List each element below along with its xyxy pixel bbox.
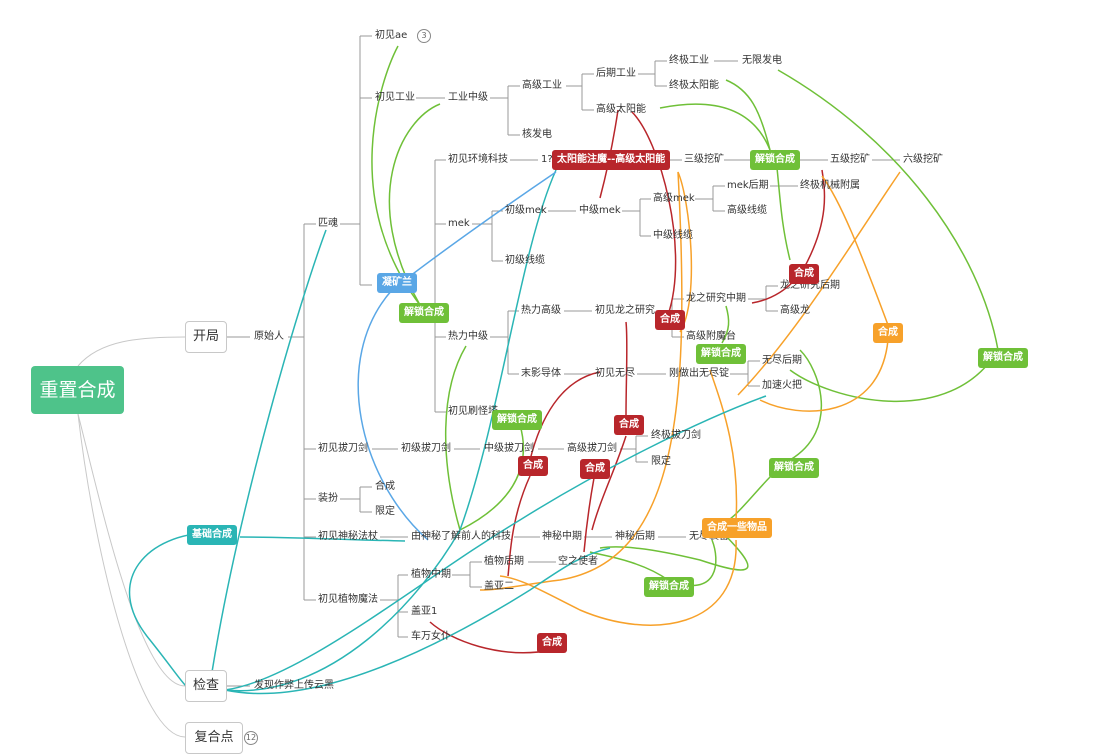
node-hefadian[interactable]: 核发电 bbox=[522, 129, 552, 140]
mindmap-canvas: 重置合成 开局 检查 复合点 12 原始人 初见ae 3 初见工业 工业中级 高… bbox=[31, 29, 1028, 754]
root-node[interactable]: 重置合成 bbox=[31, 366, 124, 414]
tag-jiesuo-hecheng-6[interactable]: 解锁合成 bbox=[769, 458, 819, 478]
node-gaoji-gongye[interactable]: 高级工业 bbox=[522, 80, 562, 91]
node-chujian-zhiwu[interactable]: 初见植物魔法 bbox=[318, 594, 378, 605]
node-wujin-houqi[interactable]: 无尽后期 bbox=[762, 355, 802, 366]
node-fuhe[interactable]: 复合点 bbox=[185, 722, 243, 754]
node-moying-fuzhe[interactable]: 末影导体 bbox=[521, 368, 561, 379]
tag-jiesuo-hecheng-1[interactable]: 解锁合成 bbox=[399, 303, 449, 323]
tag-hecheng-orange[interactable]: 合成 bbox=[873, 323, 903, 343]
node-chujian-wujin[interactable]: 初见无尽 bbox=[595, 368, 635, 379]
node-shenmi-houqi[interactable]: 神秘后期 bbox=[615, 531, 655, 542]
node-gaoji-taiyangneng[interactable]: 高级太阳能 bbox=[596, 104, 646, 115]
node-chujian-gongye[interactable]: 初见工业 bbox=[375, 92, 415, 103]
node-gaiya1[interactable]: 盖亚1 bbox=[411, 606, 438, 617]
fuhe-count-badge: 12 bbox=[244, 731, 258, 745]
node-gaoji-xianlan[interactable]: 高级线缆 bbox=[727, 205, 767, 216]
tag-ningkuanglan[interactable]: 凝矿兰 bbox=[377, 273, 417, 293]
node-chujian-huanjing[interactable]: 初见环境科技 bbox=[448, 154, 508, 165]
tag-jiesuo-hecheng-2[interactable]: 解锁合成 bbox=[750, 150, 800, 170]
tag-taiyangneng-hecheng[interactable]: 太阳能注魔--高级太阳能 bbox=[552, 150, 671, 170]
node-kaiju[interactable]: 开局 bbox=[185, 321, 227, 353]
tag-hecheng-5[interactable]: 合成 bbox=[580, 459, 610, 479]
node-quhun[interactable]: 匹魂 bbox=[318, 218, 338, 229]
node-wuji-wakuang[interactable]: 五级挖矿 bbox=[830, 154, 870, 165]
tag-jichu-hecheng[interactable]: 基础合成 bbox=[187, 525, 237, 545]
node-chuji-mek[interactable]: 初级mek bbox=[505, 205, 547, 216]
tag-hecheng-6[interactable]: 合成 bbox=[537, 633, 567, 653]
node-ganggang-wujinjian[interactable]: 刚做出无尽锭 bbox=[669, 368, 729, 379]
node-zhongji-badao2[interactable]: 终极拔刀剑 bbox=[651, 430, 701, 441]
node-zhongji-xianlan[interactable]: 中级线缆 bbox=[653, 230, 693, 241]
node-gaoji-mek[interactable]: 高级mek bbox=[653, 193, 695, 204]
node-mek[interactable]: mek bbox=[448, 218, 470, 229]
node-yuanshiren[interactable]: 原始人 bbox=[254, 331, 284, 342]
tag-hecheng-2[interactable]: 合成 bbox=[655, 310, 685, 330]
node-chujian-ae[interactable]: 初见ae bbox=[375, 30, 408, 41]
node-houqi-gongye[interactable]: 后期工业 bbox=[596, 68, 636, 79]
node-longzhi-houqi[interactable]: 龙之研究后期 bbox=[780, 280, 840, 291]
node-zhongji-badao[interactable]: 中级拔刀剑 bbox=[484, 443, 534, 454]
node-xianding2[interactable]: 限定 bbox=[375, 506, 395, 517]
tag-hecheng-3[interactable]: 合成 bbox=[614, 415, 644, 435]
node-zhongji-mek[interactable]: 中级mek bbox=[579, 205, 621, 216]
node-reli-zhongji[interactable]: 热力中级 bbox=[448, 331, 488, 342]
node-cheswan[interactable]: 车万女仆 bbox=[411, 631, 451, 642]
node-chujian-shenmi[interactable]: 初见神秘法杖 bbox=[318, 531, 378, 542]
tag-jiesuo-hecheng-5[interactable]: 解锁合成 bbox=[492, 410, 542, 430]
node-shenmi-keji[interactable]: 由神秘了解前人的科技 bbox=[411, 531, 511, 542]
node-zhongji-gongye[interactable]: 终极工业 bbox=[669, 55, 709, 66]
node-zhuangban[interactable]: 装扮 bbox=[318, 493, 338, 504]
tag-hecheng-4[interactable]: 合成 bbox=[518, 456, 548, 476]
tag-hecheng-yixie[interactable]: 合成一些物品 bbox=[702, 518, 772, 538]
node-shenmi-zhongqi[interactable]: 神秘中期 bbox=[542, 531, 582, 542]
node-chujian-guaiwu[interactable]: 初见刷怪塔 bbox=[448, 406, 498, 417]
node-zhiwu-houqi[interactable]: 植物后期 bbox=[484, 556, 524, 567]
connector-layer bbox=[77, 35, 999, 738]
node-zhongji-taiyangneng[interactable]: 终极太阳能 bbox=[669, 80, 719, 91]
node-faxian[interactable]: 发现作弊上传云黑 bbox=[254, 680, 334, 691]
node-chujian-badao[interactable]: 初见拔刀剑 bbox=[318, 443, 368, 454]
node-chujian-longzhi[interactable]: 初见龙之研究 bbox=[595, 305, 655, 316]
node-gaoji-fumo[interactable]: 高级附魔台 bbox=[686, 331, 736, 342]
node-zhiwu-zhongqi[interactable]: 植物中期 bbox=[411, 569, 451, 580]
node-huanjing-num: 1? bbox=[541, 154, 553, 165]
tag-jiesuo-hecheng-4[interactable]: 解锁合成 bbox=[978, 348, 1028, 368]
node-gongye-zhongji[interactable]: 工业中级 bbox=[448, 92, 488, 103]
node-wuxian-fadian[interactable]: 无限发电 bbox=[742, 55, 782, 66]
node-chuji-xianlan[interactable]: 初级线缆 bbox=[505, 255, 545, 266]
tag-jiesuo-hecheng-3[interactable]: 解锁合成 bbox=[696, 344, 746, 364]
ae-count-badge: 3 bbox=[417, 29, 431, 43]
node-reli-gaoji[interactable]: 热力高级 bbox=[521, 305, 561, 316]
node-hecheng-child[interactable]: 合成 bbox=[375, 481, 395, 492]
node-gaoji-badao[interactable]: 高级拔刀剑 bbox=[567, 443, 617, 454]
node-xianding1[interactable]: 限定 bbox=[651, 456, 671, 467]
node-zhongji-jixie[interactable]: 终极机械附属 bbox=[800, 180, 860, 191]
node-gaoji-long[interactable]: 高级龙 bbox=[780, 305, 810, 316]
node-longzhi-zhongqi[interactable]: 龙之研究中期 bbox=[686, 293, 746, 304]
node-chuji-badao[interactable]: 初级拔刀剑 bbox=[401, 443, 451, 454]
node-jiasu-huoba[interactable]: 加速火把 bbox=[762, 380, 802, 391]
node-liuji-wakuang[interactable]: 六级挖矿 bbox=[903, 154, 943, 165]
tag-jiesuo-hecheng-7[interactable]: 解锁合成 bbox=[644, 577, 694, 597]
node-sanji-wakuang[interactable]: 三级挖矿 bbox=[684, 154, 724, 165]
node-jiancha[interactable]: 检查 bbox=[185, 670, 227, 702]
node-kongzhi-shizhe[interactable]: 空之使者 bbox=[558, 556, 598, 567]
tag-hecheng-1[interactable]: 合成 bbox=[789, 264, 819, 284]
node-mek-houqi[interactable]: mek后期 bbox=[727, 180, 769, 191]
node-gaiya2[interactable]: 盖亚二 bbox=[484, 581, 514, 592]
